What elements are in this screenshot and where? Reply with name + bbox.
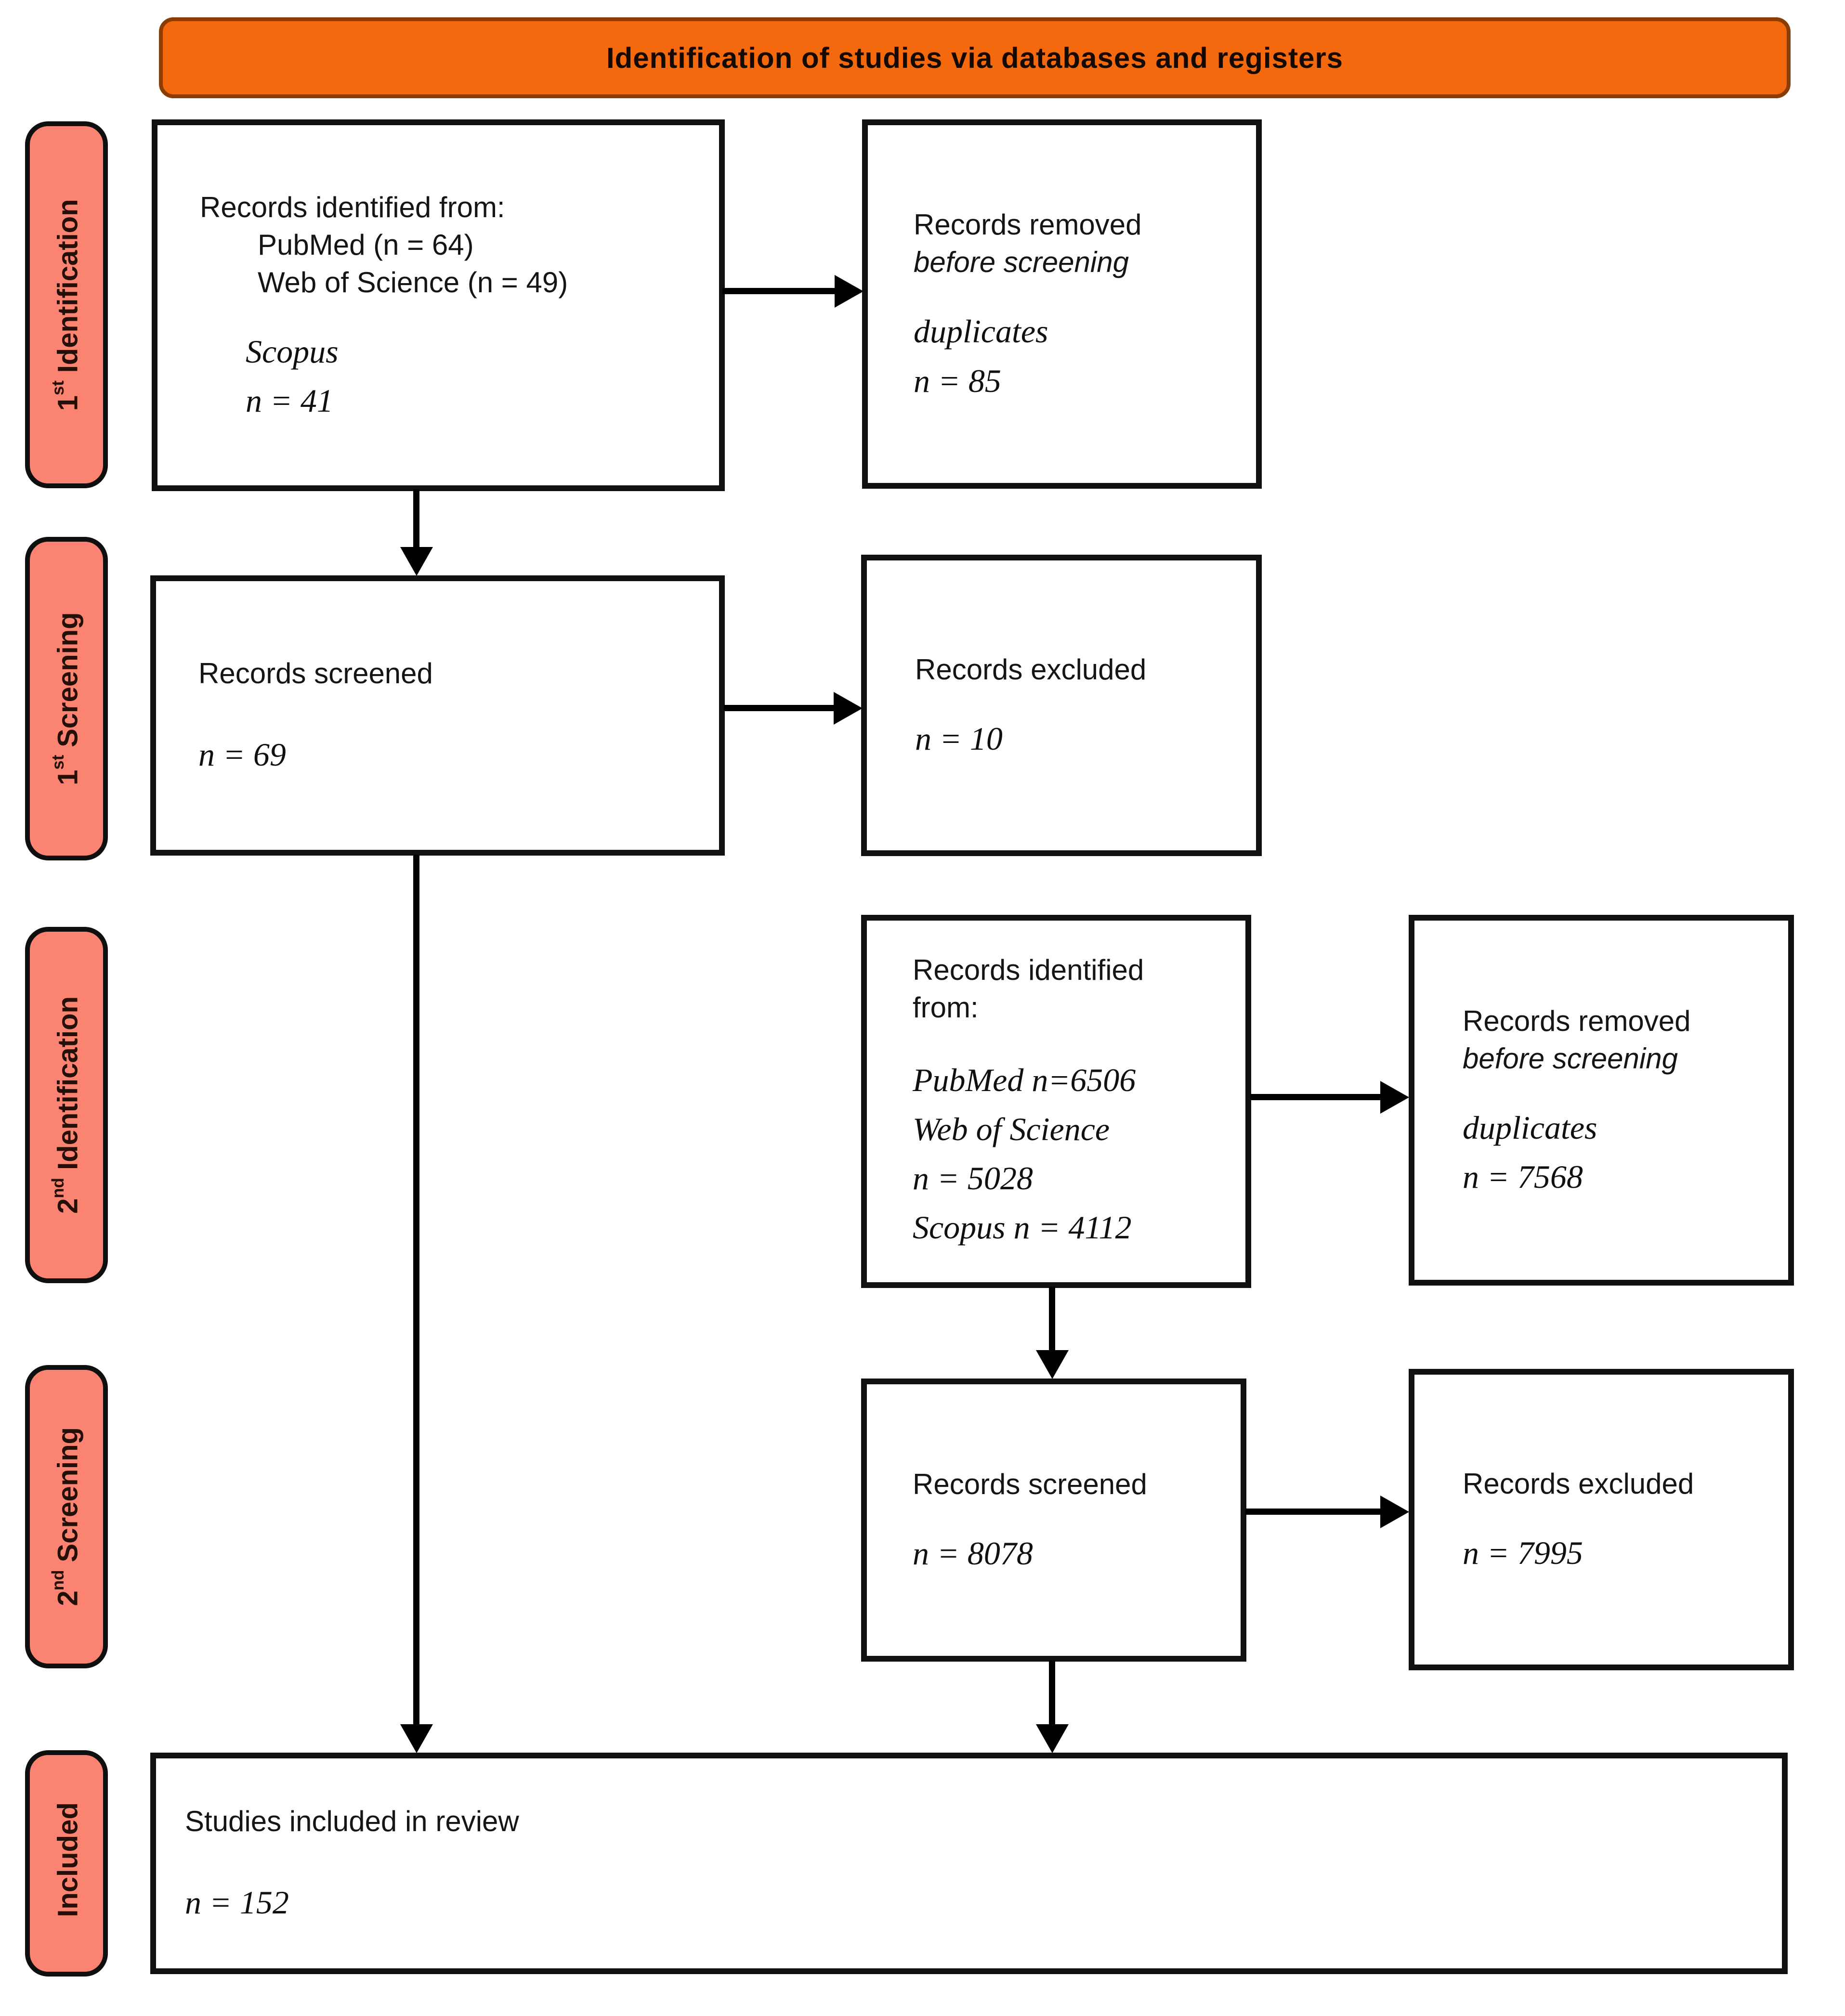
stage-name: Screening — [52, 1427, 84, 1562]
banner: Identification of studies via databases … — [159, 17, 1791, 98]
box-title-line1: Records removed — [914, 208, 1142, 241]
arrow-line-screened2-to-included — [1049, 1660, 1055, 1725]
stage-ordinal: st — [49, 380, 68, 395]
box-records-screened-1: Records screened n = 69 — [150, 575, 725, 856]
stage-label-text: 2nd Identification — [49, 996, 84, 1214]
stage-ordinal: nd — [49, 1570, 68, 1591]
removal-count: n = 85 — [914, 362, 1001, 399]
box-records-identified-2: Records identified from: PubMed n=6506 W… — [861, 915, 1251, 1288]
source-web-of-science: Web of Science (n = 49) — [258, 266, 568, 299]
scopus-count: n = 41 — [246, 382, 333, 419]
arrow-head-identified1-to-removed1 — [835, 275, 864, 308]
box-records-identified-1: Records identified from: PubMed (n = 64)… — [152, 119, 725, 491]
included-count: n = 152 — [185, 1884, 289, 1921]
removal-reason: duplicates — [914, 313, 1048, 350]
arrow-head-identified2-to-removed2 — [1380, 1081, 1409, 1114]
box-records-excluded-1: Records excluded n = 10 — [861, 555, 1262, 856]
stage-label-1st-screening: 1st Screening — [25, 537, 108, 860]
arrow-line-screened2-to-excluded2 — [1245, 1509, 1381, 1515]
stage-label-included: Included — [25, 1750, 108, 1977]
stage-number: 1 — [52, 395, 84, 411]
box-title: Records screened — [913, 1468, 1147, 1500]
box-records-excluded-2: Records excluded n = 7995 — [1409, 1369, 1794, 1670]
box-title-line1: Records removed — [1463, 1004, 1691, 1037]
stage-name: Identification — [52, 996, 84, 1170]
stage-number: 1 — [52, 769, 84, 785]
excluded-count: n = 10 — [915, 720, 1003, 757]
box-title-line2: before screening — [1463, 1042, 1678, 1075]
banner-title: Identification of studies via databases … — [606, 41, 1344, 74]
arrow-head-screened2-to-excluded2 — [1380, 1496, 1409, 1528]
box-title: Records identified from: — [200, 191, 505, 223]
source-scopus: Scopus — [246, 333, 339, 370]
box-title: Records screened — [198, 657, 433, 690]
source-web-of-science: Web of Science — [913, 1110, 1110, 1147]
box-title-line1: Records identified — [913, 953, 1144, 986]
stage-name: Identification — [52, 198, 84, 373]
stage-label-text: 1st Screening — [49, 612, 84, 785]
stage-number: 2 — [52, 1198, 84, 1214]
arrow-head-identified1-to-screened1 — [400, 547, 433, 576]
arrow-head-screened2-to-included — [1036, 1724, 1069, 1753]
screened-count: n = 8078 — [913, 1535, 1033, 1572]
arrow-head-screened1-to-included — [400, 1724, 433, 1753]
arrow-line-identified1-to-removed1 — [722, 288, 836, 294]
stage-label-2nd-identification: 2nd Identification — [25, 927, 108, 1283]
box-title: Studies included in review — [185, 1805, 519, 1838]
arrow-line-screened1-to-included — [413, 855, 419, 1725]
arrow-line-identified1-to-screened1 — [413, 489, 419, 548]
stage-label-text: Included — [49, 1802, 84, 1925]
box-records-screened-2: Records screened n = 8078 — [861, 1379, 1246, 1662]
source-scopus: Scopus n = 4112 — [913, 1209, 1132, 1246]
removal-reason: duplicates — [1463, 1109, 1597, 1146]
arrow-line-identified2-to-screened2 — [1049, 1287, 1055, 1351]
stage-ordinal: nd — [49, 1178, 68, 1198]
box-title-line2: before screening — [914, 246, 1129, 279]
removal-count: n = 7568 — [1463, 1158, 1583, 1195]
arrow-line-screened1-to-excluded1 — [724, 705, 835, 711]
stage-label-text: 2nd Screening — [49, 1427, 84, 1606]
box-title: Records excluded — [915, 653, 1147, 686]
source-web-of-science-count: n = 5028 — [913, 1159, 1033, 1197]
screened-count: n = 69 — [198, 736, 286, 773]
stage-number: 2 — [52, 1590, 84, 1606]
stage-label-text: 1st Identification — [49, 199, 84, 411]
stage-name: Included — [52, 1802, 84, 1917]
stage-label-2nd-screening: 2nd Screening — [25, 1365, 108, 1668]
arrow-head-screened1-to-excluded1 — [834, 692, 863, 725]
excluded-count: n = 7995 — [1463, 1534, 1583, 1571]
arrow-head-identified2-to-screened2 — [1036, 1350, 1069, 1379]
stage-label-1st-identification: 1st Identification — [25, 121, 108, 488]
box-studies-included: Studies included in review n = 152 — [150, 1753, 1788, 1974]
box-records-removed-2: Records removed before screening duplica… — [1409, 915, 1794, 1286]
box-title-line2: from: — [913, 991, 979, 1024]
box-title: Records excluded — [1463, 1467, 1694, 1500]
stage-ordinal: st — [49, 754, 68, 770]
source-pubmed: PubMed n=6506 — [913, 1061, 1136, 1098]
arrow-line-identified2-to-removed2 — [1250, 1094, 1381, 1100]
stage-name: Screening — [52, 612, 84, 747]
box-records-removed-1: Records removed before screening duplica… — [862, 119, 1262, 489]
source-pubmed: PubMed (n = 64) — [258, 228, 474, 261]
